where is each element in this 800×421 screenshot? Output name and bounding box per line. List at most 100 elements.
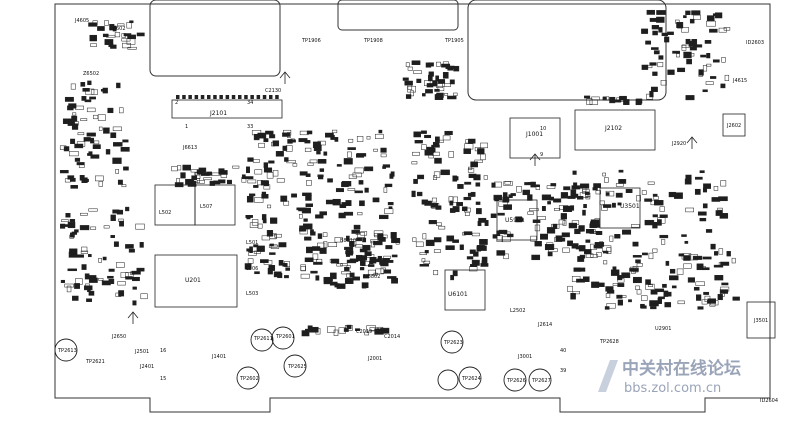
smd-component [405,94,412,99]
smd-component [72,112,77,116]
smd-component [468,138,476,144]
smd-component [66,285,72,293]
smd-component [373,148,378,152]
smd-component [714,251,719,256]
connector-pad [269,95,273,99]
smd-component [287,132,291,138]
smd-component [702,203,708,209]
smd-component [315,275,320,281]
smd-component [104,20,109,26]
smd-component [263,184,271,190]
smd-component [646,9,655,15]
smd-component [213,180,221,185]
smd-component [282,132,290,137]
smd-component [258,142,265,148]
smd-component [617,202,622,206]
smd-component [359,200,365,207]
smd-component [69,151,79,157]
smd-component [416,191,423,197]
smd-component [503,181,513,186]
smd-component [304,147,312,152]
smd-component [247,157,254,162]
smd-component [325,132,334,138]
label-l507: L507 [200,204,212,210]
smd-component [480,263,489,267]
smd-component [93,140,100,145]
connector-pad [275,95,279,99]
smd-component [635,98,642,106]
label-tp2628: TP2628 [599,339,619,345]
smd-component [720,180,727,187]
smd-component [80,212,88,216]
smd-component [123,166,129,171]
smd-component [253,244,259,248]
smd-component [303,223,313,230]
smd-component [602,96,610,101]
label-j2650: J2650 [111,334,126,340]
smd-component [449,200,454,206]
smd-component [560,237,566,242]
label-u6101: U6101 [448,291,468,298]
label-j2401: J2401 [139,364,154,370]
smd-component [103,225,110,229]
smd-component [84,285,93,291]
connector-pad [213,95,217,99]
smd-component [86,132,96,137]
smd-component [450,274,455,281]
smd-component [391,254,398,258]
smd-component [719,213,729,219]
smd-component [177,165,182,171]
smd-component [636,289,642,295]
smd-component [291,193,297,198]
smd-component [615,183,624,187]
smd-component [428,62,434,67]
smd-component [128,248,135,253]
smd-component [484,220,489,226]
smd-component [579,192,589,198]
smd-component [92,144,101,149]
smd-component [684,178,692,185]
smd-component [364,251,372,257]
smd-component [689,46,697,51]
smd-component [412,151,420,156]
smd-component [74,143,84,149]
smd-component [540,233,548,240]
smd-component [383,269,392,274]
smd-component [196,180,205,184]
smd-component [182,164,191,171]
smd-component [112,126,122,131]
smd-component [405,62,410,67]
smd-component [267,267,273,275]
smd-component [317,159,327,164]
smd-component [703,291,710,295]
smd-component [652,248,658,253]
smd-component [675,19,680,24]
smd-component [696,294,702,301]
smd-component [698,69,704,76]
smd-component [206,171,212,176]
pin-39: 39 [560,368,566,374]
smd-component [280,195,288,202]
smd-component [232,165,240,169]
smd-component [647,284,653,287]
smd-component [67,268,77,272]
smd-component [428,220,437,225]
smd-component [602,250,609,254]
smd-component [254,169,263,175]
chip-u3501-outline [599,187,641,229]
smd-component [88,290,95,296]
smd-component [377,234,384,241]
smd-component [535,184,540,190]
label-tp2625: TP2625 [287,364,307,370]
smd-component [453,176,459,181]
smd-component [656,16,665,23]
smd-component [409,90,414,97]
smd-component [617,299,623,306]
smd-component [421,258,426,263]
smd-component [437,79,446,84]
smd-component [329,258,338,263]
smd-component [444,83,451,87]
smd-component [434,157,442,164]
smd-component [689,18,695,24]
smd-component [88,151,93,156]
